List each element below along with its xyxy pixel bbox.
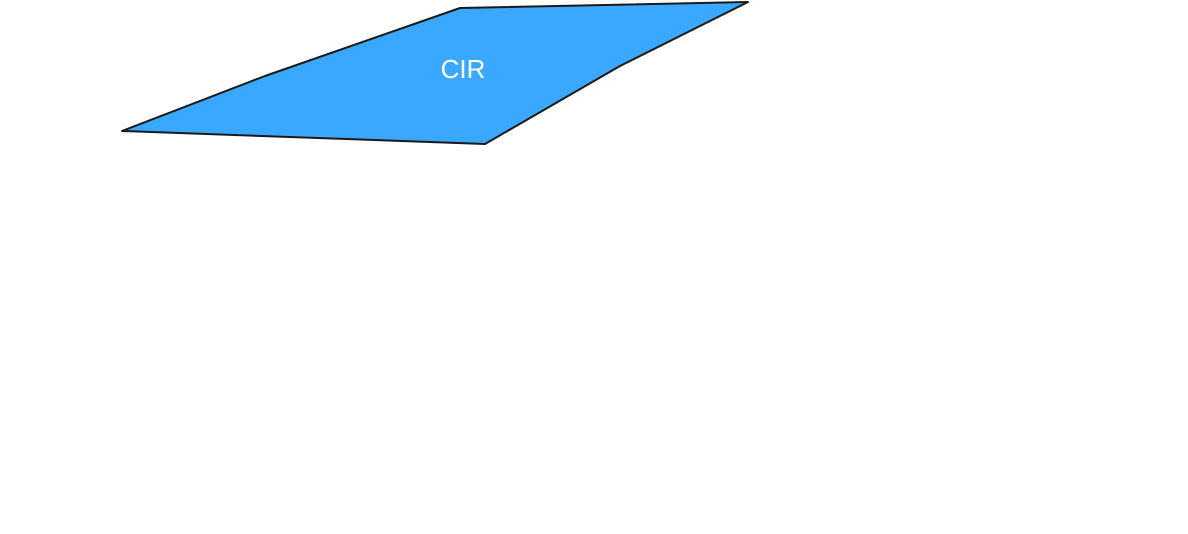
cir-shape[interactable]	[121, 1, 749, 145]
cir-shape-label: CIR	[441, 54, 486, 84]
